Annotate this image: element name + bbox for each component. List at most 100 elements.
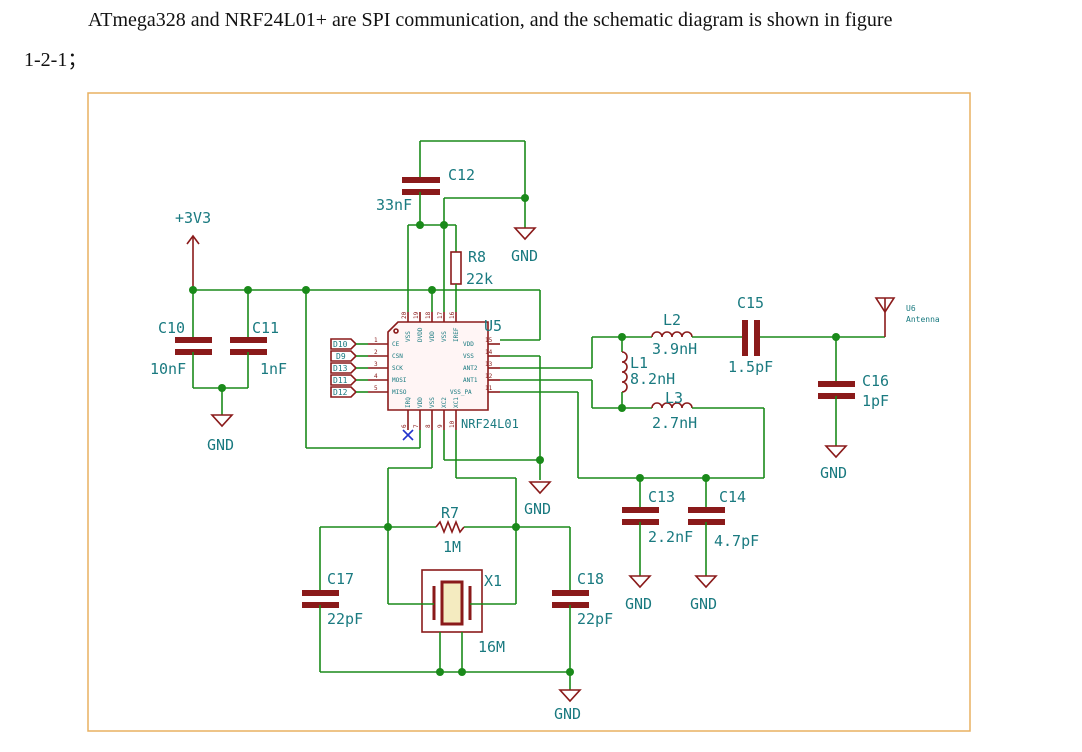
l2-value: 3.9nH (652, 340, 697, 358)
antenna-u6: U6 Antenna (874, 297, 940, 337)
no-connect-marker (402, 429, 414, 441)
svg-text:VSS: VSS (405, 331, 412, 342)
svg-text:CSN: CSN (392, 353, 403, 360)
inductor-l3: L3 2.7nH (622, 389, 765, 478)
net-d9: D9 (336, 352, 346, 361)
svg-text:VDD: VDD (417, 397, 424, 408)
svg-text:13: 13 (485, 361, 493, 368)
svg-text:10: 10 (449, 420, 456, 428)
gnd-symbol-crystal: GND (554, 689, 582, 723)
c17-value: 22pF (327, 610, 363, 628)
u5-value: NRF24L01 (461, 417, 519, 431)
capacitor-c18: C18 22pF (552, 527, 613, 690)
l3-value: 2.7nH (652, 414, 697, 432)
net-d13: D13 (333, 364, 348, 373)
svg-text:5: 5 (374, 385, 378, 392)
svg-text:15: 15 (485, 337, 493, 344)
svg-text:16: 16 (449, 311, 456, 319)
crystal-x1: X1 16M (388, 569, 516, 672)
c15-value: 1.5pF (728, 358, 773, 376)
svg-text:DVDD: DVDD (417, 327, 424, 342)
svg-text:4: 4 (374, 373, 378, 380)
l2-ref: L2 (663, 311, 681, 329)
svg-text:6: 6 (401, 424, 408, 428)
net-labels: D10 D9 D13 D11 D12 (330, 338, 368, 398)
svg-text:VSS: VSS (441, 331, 448, 342)
x1-value: 16M (478, 638, 505, 656)
svg-text:GND: GND (524, 500, 551, 518)
l1-ref: L1 (630, 354, 648, 372)
c16-value: 1pF (862, 392, 889, 410)
gnd-symbol-c10: GND (207, 414, 234, 454)
svg-text:ANT1: ANT1 (463, 377, 478, 384)
c15-ref: C15 (737, 294, 764, 312)
r7-ref: R7 (441, 504, 459, 522)
svg-text:XC1: XC1 (453, 397, 460, 408)
svg-text:17: 17 (437, 311, 444, 319)
c11-value: 1nF (260, 360, 287, 378)
c11-ref: C11 (252, 319, 279, 337)
capacitor-c10: C10 10nF (150, 290, 212, 388)
paragraph-line-2: 1-2-1； (24, 49, 88, 71)
svg-text:2: 2 (374, 349, 378, 356)
power-label: +3V3 (175, 209, 211, 227)
svg-text:1: 1 (374, 337, 378, 344)
gnd-symbol-u5: GND (524, 481, 552, 518)
u6-ref: U6 (906, 304, 916, 313)
c14-value: 4.7pF (714, 532, 759, 550)
c14-ref: C14 (719, 488, 746, 506)
svg-text:11: 11 (485, 385, 493, 392)
c18-value: 22pF (577, 610, 613, 628)
svg-text:CE: CE (392, 341, 400, 348)
x1-ref: X1 (484, 572, 502, 590)
svg-text:ANT2: ANT2 (463, 365, 478, 372)
svg-text:XC2: XC2 (441, 397, 448, 408)
svg-text:IRQ: IRQ (405, 397, 412, 408)
svg-text:3: 3 (374, 361, 378, 368)
capacitor-c13: C13 2.2nF GND (622, 478, 693, 613)
r8-value: 22k (466, 270, 493, 288)
svg-text:GND: GND (820, 464, 847, 482)
net-d12: D12 (333, 388, 348, 397)
r7-value: 1M (443, 538, 461, 556)
c17-ref: C17 (327, 570, 354, 588)
svg-text:19: 19 (413, 311, 420, 319)
svg-text:8: 8 (425, 424, 432, 428)
capacitor-c17: C17 22pF (302, 527, 363, 672)
gnd-symbol-c12: GND (511, 227, 538, 265)
svg-text:VSS: VSS (429, 397, 436, 408)
c12-ref: C12 (448, 166, 475, 184)
svg-text:GND: GND (554, 705, 581, 723)
u5-ref: U5 (484, 317, 502, 335)
svg-text:MISO: MISO (392, 389, 407, 396)
svg-text:IREF: IREF (453, 327, 460, 342)
c10-ref: C10 (158, 319, 185, 337)
c16-ref: C16 (862, 372, 889, 390)
capacitor-c14: C14 4.7pF GND (688, 478, 759, 613)
svg-text:9: 9 (437, 424, 444, 428)
svg-text:VDD: VDD (429, 331, 436, 342)
net-d10: D10 (333, 340, 348, 349)
junction-dots (189, 194, 840, 676)
c18-ref: C18 (577, 570, 604, 588)
resistor-r8: R8 22k (450, 225, 493, 312)
svg-text:20: 20 (401, 311, 408, 319)
resistor-r7: R7 1M (320, 504, 570, 556)
c13-ref: C13 (648, 488, 675, 506)
capacitor-c15: C15 1.5pF (728, 294, 885, 376)
svg-text:SCK: SCK (392, 365, 403, 372)
svg-text:GND: GND (625, 595, 652, 613)
svg-text:18: 18 (425, 311, 432, 319)
svg-text:GND: GND (690, 595, 717, 613)
c13-value: 2.2nF (648, 528, 693, 546)
inductor-l2: L2 3.9nH (622, 311, 742, 358)
svg-text:7: 7 (413, 424, 420, 428)
ic-u5: U5 NRF24L01 1 2 3 4 5 CE CSN SCK M (368, 311, 519, 431)
svg-text:VSS: VSS (463, 353, 474, 360)
capacitor-c11: C11 1nF (230, 290, 287, 388)
svg-text:MOSI: MOSI (392, 377, 407, 384)
l1-value: 8.2nH (630, 370, 675, 388)
svg-text:VSS_PA: VSS_PA (450, 389, 472, 396)
svg-text:VDD: VDD (463, 341, 474, 348)
